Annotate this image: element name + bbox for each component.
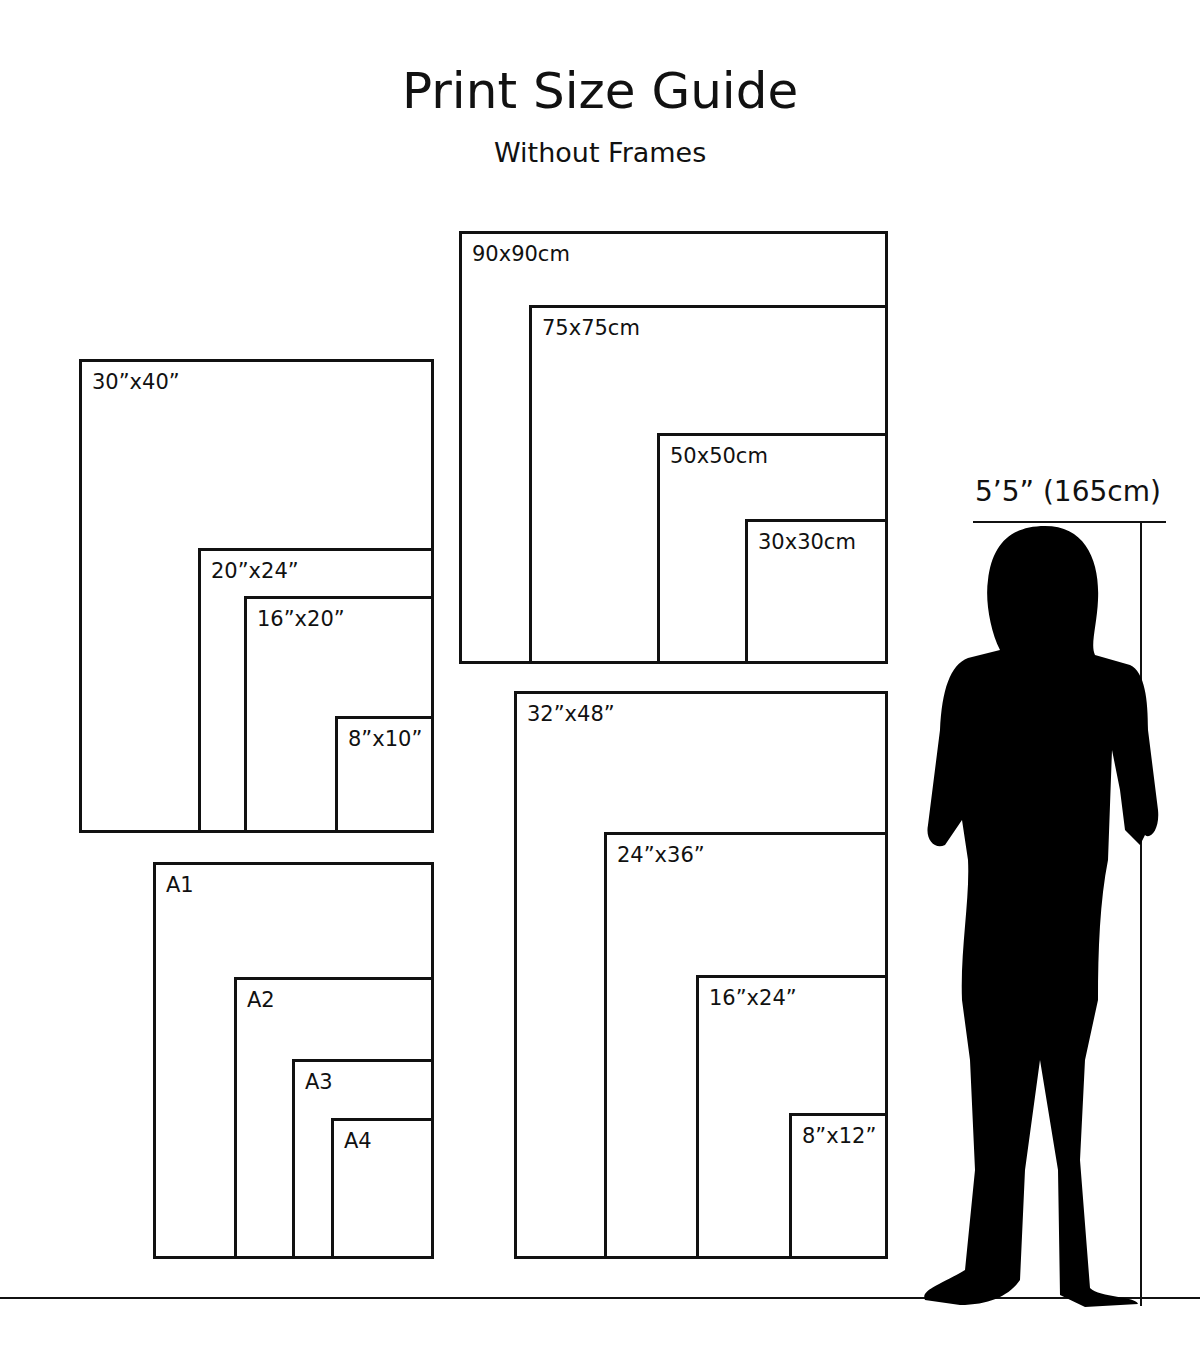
size-box: 20”x24” 16”x20” 8”x10”	[198, 548, 434, 833]
size-box: 24”x36” 16”x24” 8”x12”	[604, 832, 888, 1259]
size-label: 32”x48”	[527, 704, 615, 725]
height-line	[1140, 522, 1142, 1306]
size-label: 8”x12”	[802, 1126, 876, 1147]
size-box: 90x90cm 75x75cm 50x50cm 30x30cm	[459, 231, 888, 664]
size-box: A1A2A3A4	[153, 862, 434, 1259]
size-label: 24”x36”	[617, 845, 705, 866]
size-label: A1	[166, 875, 194, 896]
size-label: 8”x10”	[348, 729, 422, 750]
page-title: Print Size Guide	[402, 66, 798, 116]
size-label: 30x30cm	[758, 532, 856, 553]
floor-line	[0, 1297, 1200, 1299]
size-box: 30”x40” 20”x24” 16”x20” 8”x10”	[79, 359, 434, 833]
size-box: 16”x24” 8”x12”	[696, 975, 888, 1259]
person-silhouette	[924, 526, 1158, 1307]
size-label: 75x75cm	[542, 318, 640, 339]
subtitle: Without Frames	[494, 139, 706, 166]
size-box: A4	[331, 1118, 434, 1259]
size-label: 16”x24”	[709, 988, 797, 1009]
size-box: A3A4	[292, 1059, 434, 1259]
size-label: 90x90cm	[472, 244, 570, 265]
size-box: 30x30cm	[745, 519, 888, 664]
size-box: 75x75cm 50x50cm 30x30cm	[529, 305, 888, 664]
size-label: 20”x24”	[211, 561, 299, 582]
height-label: 5’5” (165cm)	[975, 478, 1161, 506]
size-box: A2A3A4	[234, 977, 434, 1259]
size-label: A2	[247, 990, 275, 1011]
size-box: 50x50cm 30x30cm	[657, 433, 888, 664]
size-label: 50x50cm	[670, 446, 768, 467]
size-label: A3	[305, 1072, 333, 1093]
size-box: 8”x12”	[789, 1113, 888, 1259]
height-marker	[973, 521, 1166, 523]
size-label: 16”x20”	[257, 609, 345, 630]
size-box: 16”x20” 8”x10”	[244, 596, 434, 833]
size-box: 8”x10”	[335, 716, 434, 833]
size-label: A4	[344, 1131, 372, 1152]
size-box: 32”x48” 24”x36” 16”x24” 8”x12”	[514, 691, 888, 1259]
size-label: 30”x40”	[92, 372, 180, 393]
